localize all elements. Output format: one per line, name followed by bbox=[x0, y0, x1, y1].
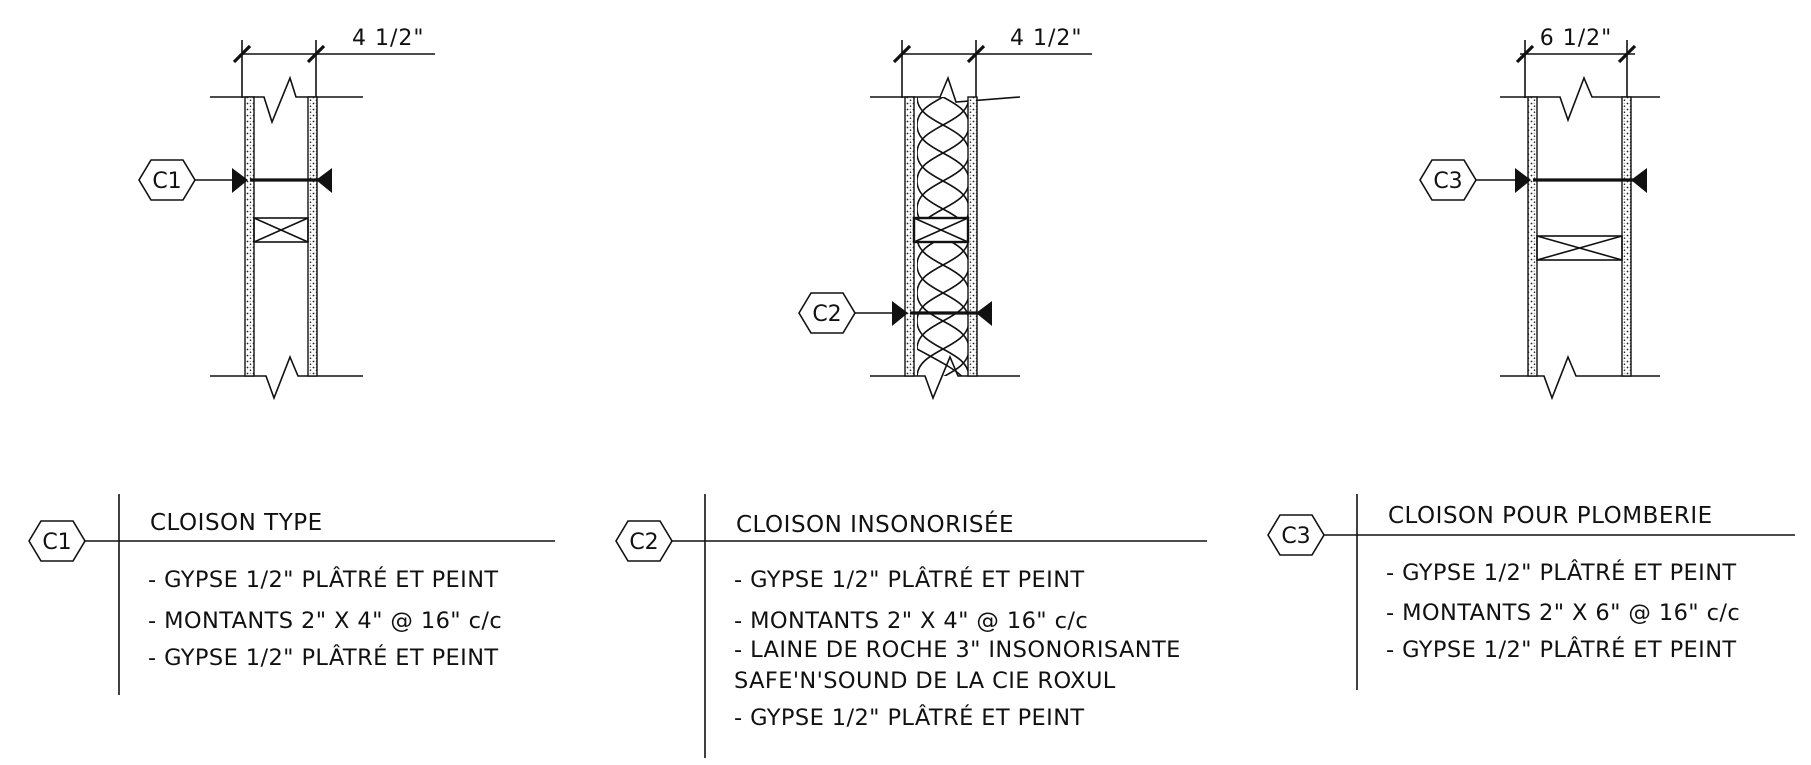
legend-title-c1: CLOISON TYPE bbox=[150, 510, 323, 536]
gypsum-board-left-c3 bbox=[1527, 96, 1538, 377]
dimension-label-c3: 6 1/2" bbox=[1540, 26, 1613, 51]
section-arrow-right-c3 bbox=[1631, 168, 1647, 193]
legend-line-c2-3: - LAINE DE ROCHE 3" INSONORISANTE bbox=[734, 637, 1181, 663]
tag-hexagon-c3 bbox=[1419, 159, 1477, 201]
gypsum-board-right-c1 bbox=[307, 96, 318, 377]
legend-tag-hexagon-c2 bbox=[615, 520, 673, 562]
legend-tag-hexagon-c1 bbox=[28, 520, 86, 562]
legend-line-c3-2: - MONTANTS 2" X 6" @ 16" c/c bbox=[1386, 600, 1740, 626]
tag-hexagon-c1 bbox=[138, 159, 196, 201]
legend-title-c2: CLOISON INSONORISÉE bbox=[736, 510, 1014, 538]
legend-title-c3: CLOISON POUR PLOMBERIE bbox=[1388, 503, 1713, 529]
section-arrow-left-c2 bbox=[892, 301, 908, 326]
legend-c2: C2 CLOISON INSONORISÉE - GYPSE 1/2" PLÂT… bbox=[615, 494, 1207, 758]
legend-line-c2-5: - GYPSE 1/2" PLÂTRÉ ET PEINT bbox=[734, 703, 1085, 731]
tag-label-c1: C1 bbox=[152, 169, 181, 194]
section-c2: 4 1/2" C2 bbox=[798, 26, 1092, 401]
section-arrow-right-c2 bbox=[976, 301, 992, 326]
legend-line-c1-3: - GYPSE 1/2" PLÂTRÉ ET PEINT bbox=[148, 643, 499, 671]
gypsum-board-left-c1 bbox=[244, 96, 255, 377]
legend-tag-label-c2: C2 bbox=[629, 530, 658, 555]
dimension-c2: 4 1/2" bbox=[892, 26, 1092, 98]
legend-line-c2-4: SAFE'N'SOUND DE LA CIE ROXUL bbox=[734, 668, 1116, 694]
legend-c3: C3 CLOISON POUR PLOMBERIE - GYPSE 1/2" P… bbox=[1267, 494, 1795, 690]
legend-line-c1-1: - GYPSE 1/2" PLÂTRÉ ET PEINT bbox=[148, 565, 499, 593]
dimension-label-c1: 4 1/2" bbox=[352, 26, 425, 51]
section-c1: 4 1/2" C1 bbox=[138, 26, 435, 401]
section-arrow-right-c1 bbox=[316, 168, 332, 193]
legend-line-c3-3: - GYPSE 1/2" PLÂTRÉ ET PEINT bbox=[1386, 635, 1737, 663]
legend-line-c1-2: - MONTANTS 2" X 4" @ 16" c/c bbox=[148, 608, 502, 634]
dimension-label-c2: 4 1/2" bbox=[1010, 26, 1083, 51]
legend-tag-hexagon-c3 bbox=[1267, 514, 1325, 556]
tag-label-c2: C2 bbox=[812, 302, 841, 327]
gypsum-board-right-c2 bbox=[967, 96, 978, 377]
dimension-c1: 4 1/2" bbox=[232, 26, 435, 98]
legend-tag-label-c3: C3 bbox=[1281, 524, 1310, 549]
tag-hexagon-c2 bbox=[798, 292, 856, 334]
tag-label-c3: C3 bbox=[1433, 169, 1462, 194]
gypsum-board-left-c2 bbox=[904, 96, 915, 377]
legend-line-c2-2: - MONTANTS 2" X 4" @ 16" c/c bbox=[734, 608, 1088, 634]
legend-line-c3-1: - GYPSE 1/2" PLÂTRÉ ET PEINT bbox=[1386, 558, 1737, 586]
legend-line-c2-1: - GYPSE 1/2" PLÂTRÉ ET PEINT bbox=[734, 565, 1085, 593]
section-arrow-left-c1 bbox=[232, 168, 248, 193]
legend-tag-label-c1: C1 bbox=[42, 530, 71, 555]
dimension-c3: 6 1/2" bbox=[1515, 26, 1637, 98]
legend-c1: C1 CLOISON TYPE - GYPSE 1/2" PLÂTRÉ ET P… bbox=[28, 494, 555, 695]
section-c3: 6 1/2" C3 bbox=[1419, 26, 1660, 401]
section-arrow-left-c3 bbox=[1515, 168, 1531, 193]
gypsum-board-right-c3 bbox=[1621, 96, 1632, 377]
